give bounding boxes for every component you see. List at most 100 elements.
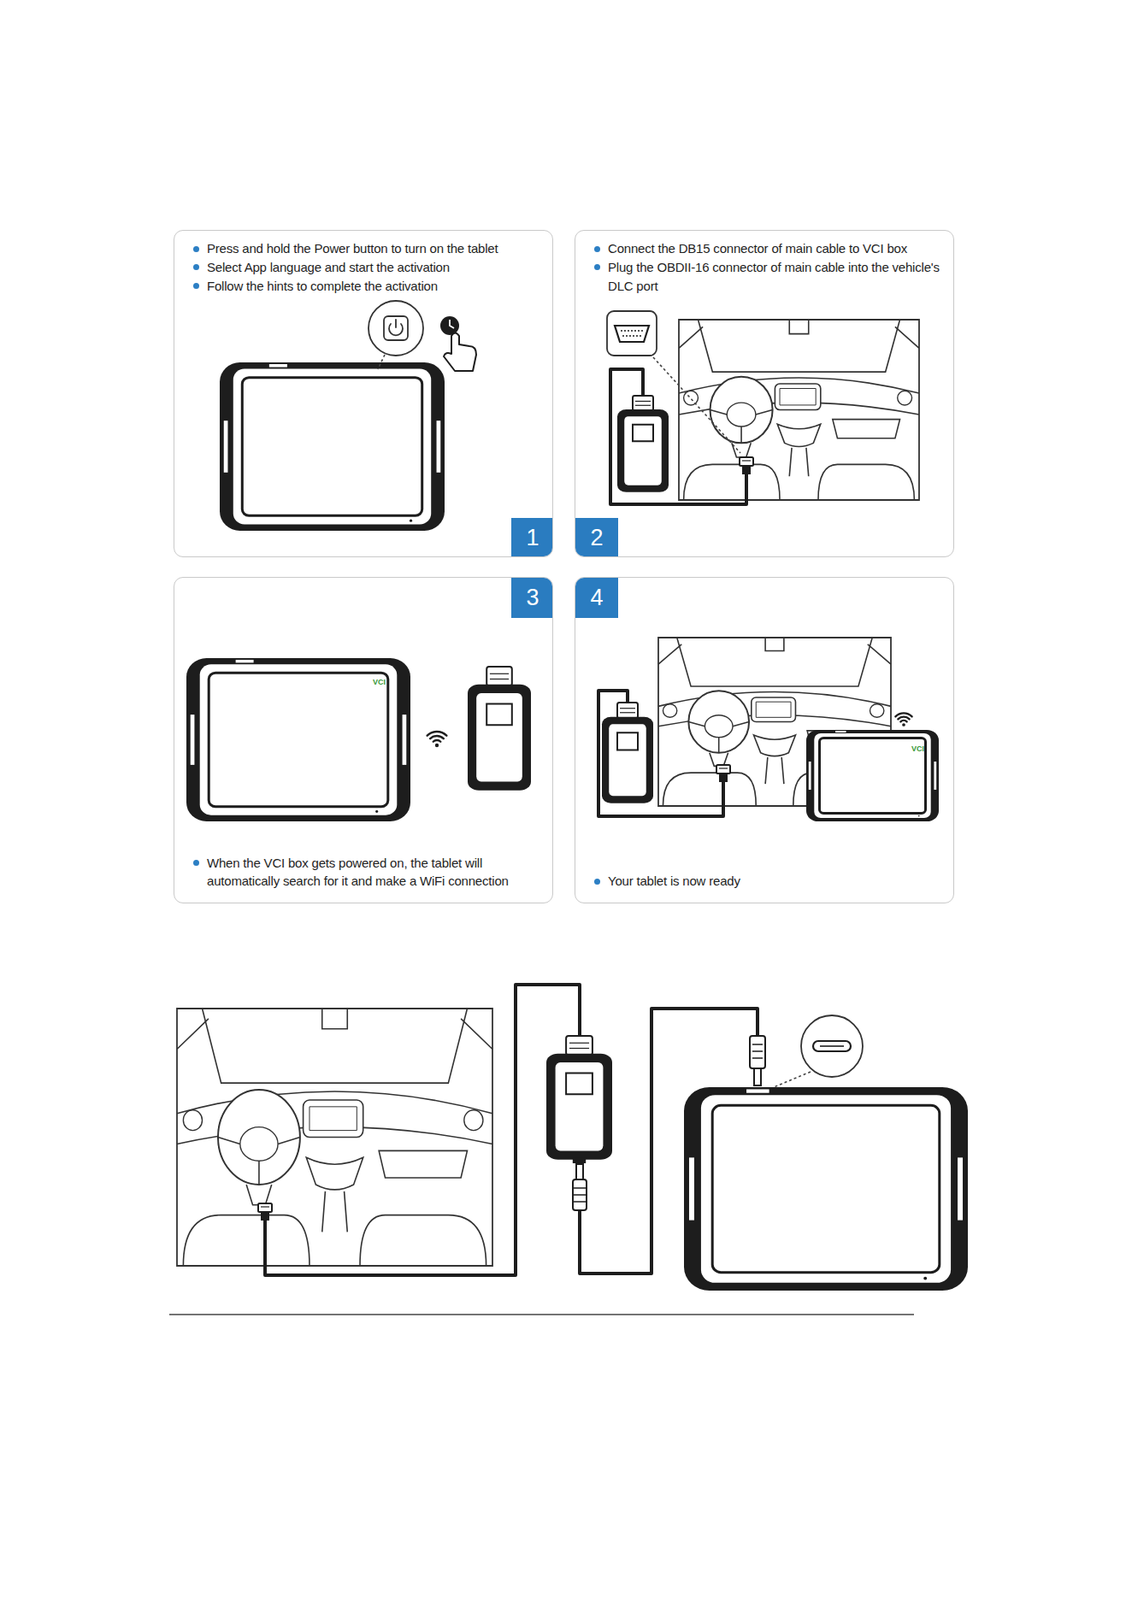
vci-face xyxy=(624,416,662,486)
obd-plug xyxy=(716,765,731,783)
connector-rib xyxy=(489,678,509,680)
step-number: 3 xyxy=(525,586,539,610)
steering-hub xyxy=(704,715,733,738)
steering-hub xyxy=(726,402,756,427)
step-number-badge: 4 xyxy=(575,577,619,619)
air-vent xyxy=(182,1110,202,1132)
wifi-dot xyxy=(435,743,439,748)
usb-plug xyxy=(572,1164,587,1211)
wifi-arc xyxy=(433,740,441,743)
step-number: 2 xyxy=(589,526,603,550)
cable xyxy=(598,690,724,817)
cable xyxy=(265,984,580,1276)
obd-port xyxy=(614,325,649,342)
wheel-spoke xyxy=(688,722,749,754)
tablet-bumper xyxy=(683,1087,968,1292)
air-vent xyxy=(662,704,677,719)
step-number: 4 xyxy=(589,586,603,610)
db15-connector xyxy=(486,666,513,687)
windshield xyxy=(202,1008,468,1084)
usb-plug-neck xyxy=(576,1164,584,1180)
steering-wheel xyxy=(710,377,773,444)
tablet-bumper xyxy=(186,658,411,822)
tablet-button xyxy=(269,364,288,368)
tablet xyxy=(683,1087,968,1292)
tablet-screen xyxy=(241,377,422,517)
power-button xyxy=(383,316,408,341)
tablet-grip xyxy=(957,1157,963,1221)
wifi-icon xyxy=(895,713,912,726)
power-symbol xyxy=(395,319,397,328)
center-screen xyxy=(774,383,820,411)
usb-c-boot xyxy=(749,1036,766,1069)
a-pillar xyxy=(678,326,920,348)
wheel-spoke xyxy=(218,1137,301,1186)
instruction-text: Your tablet is now ready xyxy=(587,872,947,891)
camera-dot xyxy=(918,815,920,818)
instruction-text: When the VCI box gets powered on, the ta… xyxy=(186,854,546,892)
step-number-badge: 3 xyxy=(511,577,554,619)
connector-rib xyxy=(619,712,636,714)
tablet-grip xyxy=(933,761,937,791)
step-panel: Press and hold the Power button to turn … xyxy=(173,229,554,558)
leader-line xyxy=(773,1072,811,1088)
vci-box xyxy=(617,395,669,493)
usb-c-plug xyxy=(749,1036,766,1086)
vci-window xyxy=(486,703,513,726)
step-number-badge: 2 xyxy=(575,518,619,558)
tablet-grip xyxy=(808,761,812,791)
plug-rib xyxy=(260,1206,270,1208)
power-callout xyxy=(368,300,424,356)
vci-body xyxy=(546,1054,613,1161)
tablet-screen xyxy=(712,1105,940,1273)
tablet-button xyxy=(746,1089,770,1093)
tablet-screen xyxy=(819,738,926,814)
tablet-grip xyxy=(402,714,407,766)
pressing-hand xyxy=(443,333,477,372)
tablet-grip xyxy=(689,1157,695,1221)
footer-rule xyxy=(169,1314,914,1315)
hold-timer-hands xyxy=(449,319,454,329)
instruction-text: Plug the OBDII-16 connector of main cabl… xyxy=(587,258,947,296)
wheel-spoke xyxy=(710,410,773,444)
center-screen-inner xyxy=(779,389,816,406)
air-vent xyxy=(870,704,885,719)
steering-wheel xyxy=(688,690,749,754)
tablet xyxy=(186,658,411,822)
tablet-body xyxy=(233,369,431,525)
center-screen-inner xyxy=(755,701,791,718)
vci-face xyxy=(476,693,523,782)
step-panel: When the VCI box gets powered on, the ta… xyxy=(173,577,554,904)
mirror xyxy=(765,637,785,652)
connector-rib xyxy=(619,707,636,709)
vci-window xyxy=(617,732,638,750)
instruction-text: Follow the hints to complete the activat… xyxy=(186,277,546,296)
tablet-button xyxy=(235,660,254,663)
vci-box xyxy=(467,666,531,791)
vci-status-icon: VCI xyxy=(372,678,386,687)
plug-body xyxy=(716,765,731,774)
console-stem xyxy=(789,448,808,477)
tablet-bumper xyxy=(219,362,445,531)
driver-seat xyxy=(662,772,756,807)
wifi-icon xyxy=(427,731,448,748)
driver-seat xyxy=(182,1215,310,1267)
leader-line xyxy=(653,357,741,454)
usb-c-tip xyxy=(754,1068,761,1086)
connector-rib xyxy=(569,1043,590,1044)
camera-dot xyxy=(923,1277,927,1281)
tablet-grip xyxy=(190,714,195,766)
instruction-list: Your tablet is now ready xyxy=(587,872,947,891)
tablet-grip xyxy=(224,420,229,473)
tablet xyxy=(219,362,445,531)
wifi-arc xyxy=(430,736,444,739)
instruction-text: Select App language and start the activa… xyxy=(186,258,546,278)
plug-body xyxy=(258,1203,272,1213)
mirror xyxy=(322,1008,348,1030)
usb-c-port xyxy=(813,1041,851,1052)
driver-seat xyxy=(683,464,780,501)
air-vent xyxy=(464,1110,484,1132)
vci-body xyxy=(467,684,531,791)
